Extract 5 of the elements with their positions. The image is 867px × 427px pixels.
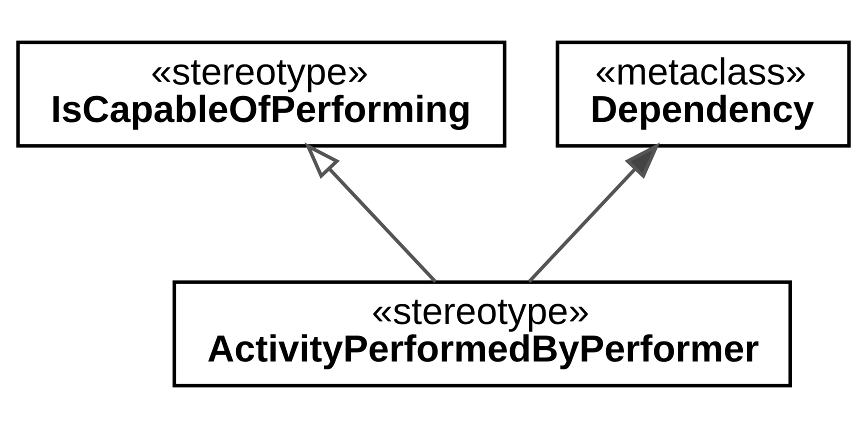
arrow [304, 142, 437, 282]
node-box: «metaclass» Dependency [556, 40, 851, 148]
arrow [528, 142, 660, 282]
node-box: «stereotype» IsCapableOfPerforming [16, 40, 506, 148]
node-box: «stereotype» ActivityPerformedByPerformer [172, 280, 792, 387]
